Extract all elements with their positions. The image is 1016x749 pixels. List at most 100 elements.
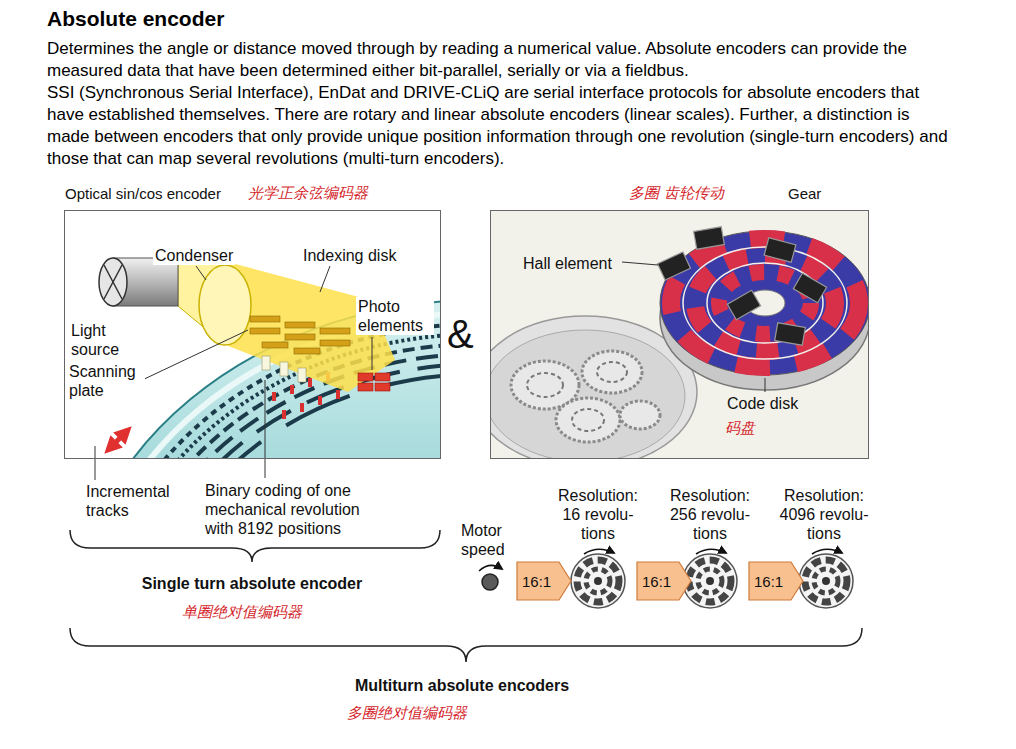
multiturn-picture-part-part bbox=[586, 569, 610, 593]
optical-encoder-picture-part-part bbox=[250, 316, 350, 354]
multiturn-picture-part-part bbox=[577, 560, 619, 602]
multiturn-picture-part bbox=[479, 565, 502, 571]
optical-encoder-picture-part-part bbox=[99, 258, 127, 306]
ratio-arrow-box: 16:1 bbox=[748, 561, 804, 601]
gear-encoder-picture-part-part bbox=[511, 361, 579, 409]
panel-heading: Gear bbox=[788, 184, 821, 203]
gear-encoder-picture-part-part bbox=[597, 362, 627, 382]
gear-encoder-picture-part-part-part bbox=[658, 252, 691, 280]
ratio-arrow-outline bbox=[637, 562, 691, 600]
gear-encoder-picture-part-part bbox=[671, 239, 859, 367]
illustration-panel: Optical sin/cos encoder光学正余弦编码器Condenser… bbox=[64, 210, 441, 459]
chinese-caption: 多圈绝对值编码器 bbox=[347, 704, 467, 723]
part-label: Code disk bbox=[725, 394, 800, 413]
gear-encoder-picture-part-part bbox=[695, 255, 835, 351]
gear-encoder-picture-part-part-part bbox=[793, 273, 826, 303]
optical-encoder-picture-part-part bbox=[358, 373, 373, 381]
optical-encoder-picture-part-part bbox=[375, 373, 390, 381]
section-caption: Multiturn absolute encoders bbox=[312, 676, 612, 695]
resolution-label: Resolution: 256 revolu- tions bbox=[662, 486, 758, 543]
ratio-arrow-outline bbox=[517, 562, 571, 600]
optical-encoder-picture-part-part bbox=[318, 396, 322, 405]
section-caption: Single turn absolute encoder bbox=[112, 574, 392, 593]
gear-encoder-picture-part-part bbox=[527, 373, 563, 397]
gear-encoder-picture-part-part bbox=[490, 330, 685, 459]
gear-encoder-picture-part-part bbox=[620, 401, 660, 429]
part-label: Scanning plate bbox=[67, 362, 145, 400]
part-label: Photo elements bbox=[356, 297, 434, 335]
optical-encoder-picture bbox=[64, 210, 890, 749]
gear-encoder-picture-part-part bbox=[660, 231, 869, 375]
optical-encoder-picture-part-part bbox=[108, 430, 128, 450]
optical-encoder-picture-part-part-part bbox=[285, 322, 315, 328]
part-label: Light source bbox=[69, 321, 131, 359]
optical-encoder-picture-part-part-part bbox=[250, 316, 280, 322]
multiturn-picture-part bbox=[482, 574, 498, 590]
panel-heading: Optical sin/cos encoder bbox=[65, 184, 221, 203]
optical-encoder-picture-part-part bbox=[152, 374, 441, 459]
ratio-arrow-box: 16:1 bbox=[636, 561, 692, 601]
optical-encoder-picture-part-part bbox=[262, 356, 306, 382]
chinese-label: 码盘 bbox=[723, 419, 757, 438]
input-label: Motor speed bbox=[461, 521, 517, 559]
gear-encoder-picture-part-part bbox=[658, 227, 827, 346]
optical-encoder-picture-part-part bbox=[375, 383, 390, 391]
gear-encoder-picture-part-part bbox=[582, 351, 642, 393]
optical-encoder-picture-part-part-part bbox=[280, 362, 288, 376]
multiturn-picture-part bbox=[571, 554, 853, 608]
gear-encoder-picture bbox=[473, 210, 870, 468]
optical-encoder-picture-part-part bbox=[358, 383, 373, 391]
optical-encoder-picture-part-part-part bbox=[320, 340, 350, 346]
part-label: Binary coding of one mechanical revoluti… bbox=[205, 481, 380, 538]
leader-lines-part bbox=[372, 337, 373, 370]
optical-encoder-picture-part-part bbox=[272, 392, 276, 401]
page-title: Absolute encoder bbox=[47, 6, 224, 32]
gear-encoder-picture-part bbox=[490, 227, 869, 459]
part-label: Condenser bbox=[153, 246, 235, 265]
gear-encoder-picture-part-part bbox=[556, 398, 620, 442]
leader-lines-part bbox=[138, 330, 248, 382]
optical-encoder-picture-part-part bbox=[140, 364, 441, 459]
gear-encoder-picture-part bbox=[765, 378, 766, 392]
leader-lines-part bbox=[320, 266, 330, 292]
optical-encoder-picture-part-part-part bbox=[294, 348, 320, 354]
ratio-label: 16:1 bbox=[748, 572, 783, 591]
multiturn-picture-part-part bbox=[706, 577, 714, 585]
braces-part bbox=[70, 628, 862, 662]
multiturn-picture-part-part bbox=[689, 560, 731, 602]
optical-encoder-picture-part-part bbox=[104, 265, 122, 299]
multiturn-picture-part-part bbox=[594, 577, 602, 585]
ampersand: & bbox=[447, 312, 474, 356]
illustration-panel: 多圈 齿轮传动GearHall elementCode disk码盘 bbox=[490, 210, 869, 459]
multiturn-picture bbox=[479, 549, 853, 608]
optical-encoder-picture-part-part bbox=[308, 378, 312, 387]
body-paragraph: SSI (Synchronous Serial Interface), EnDa… bbox=[47, 82, 952, 170]
leader-lines-part bbox=[196, 266, 206, 280]
multiturn-picture-part-part bbox=[799, 554, 853, 608]
leader-lines-part bbox=[95, 446, 96, 480]
optical-encoder-picture-part-part-part bbox=[285, 334, 315, 340]
optical-encoder-picture-part-part bbox=[300, 403, 304, 412]
ratio-arrow-box: 16:1 bbox=[516, 561, 572, 601]
ratio-arrow-outline bbox=[749, 562, 803, 600]
optical-encoder-picture-part bbox=[70, 258, 441, 459]
optical-encoder-picture-part-part bbox=[282, 410, 286, 419]
optical-encoder-picture-part-part bbox=[96, 324, 441, 459]
optical-encoder-picture-part-part bbox=[104, 265, 122, 299]
chinese-heading: 光学正余弦编码器 bbox=[248, 184, 368, 203]
optical-encoder-picture-part-part bbox=[336, 390, 340, 399]
gear-encoder-picture-part-part-part bbox=[727, 290, 760, 320]
multiturn-picture-part bbox=[584, 549, 842, 554]
optical-encoder-picture-part-part bbox=[199, 265, 251, 345]
gear-encoder-picture-part-part-part bbox=[764, 238, 796, 263]
multiturn-picture-part-part bbox=[698, 569, 722, 593]
multiturn-picture-part-part bbox=[571, 554, 625, 608]
part-label: Hall element bbox=[521, 254, 614, 273]
multiturn-picture-part-part bbox=[814, 569, 838, 593]
resolution-label: Resolution: 16 revolu- tions bbox=[550, 486, 646, 543]
multiturn-picture-part-part bbox=[805, 560, 847, 602]
optical-encoder-picture-part-part-part bbox=[320, 328, 350, 334]
part-label: Indexing disk bbox=[301, 246, 398, 265]
chinese-heading: 多圈 齿轮传动 bbox=[629, 184, 724, 203]
gear-encoder-picture-part-part bbox=[683, 247, 847, 359]
